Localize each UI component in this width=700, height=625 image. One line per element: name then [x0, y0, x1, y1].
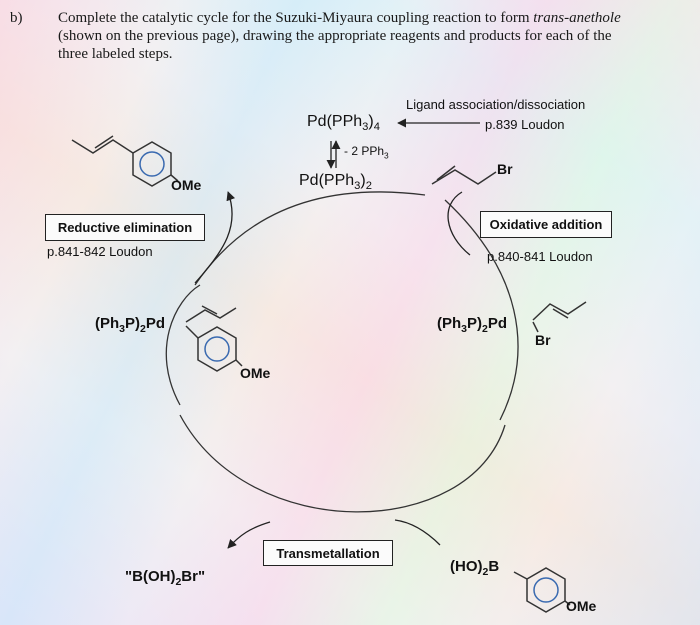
- ligand-note-page: p.839 Loudon: [485, 117, 565, 132]
- right-pd-br-label: Br: [535, 332, 551, 348]
- byproduct-label: "B(OH)2Br": [125, 568, 206, 588]
- boronic-acid-aryl-bond: [513, 571, 528, 580]
- left-pd-aromatic-circle: [204, 336, 230, 362]
- right-pd-label: (Ph3P)2Pd: [437, 315, 508, 335]
- left-pd-structure: [185, 305, 243, 372]
- active-catalyst-label: Pd(PPh3)2: [299, 172, 372, 193]
- product-double-bond: [94, 135, 114, 149]
- question-label: b): [10, 10, 23, 26]
- left-pd-double-bond: [201, 305, 218, 315]
- right-pd-br-bond: [532, 321, 539, 333]
- oxidative-addition-arrow: [447, 191, 471, 256]
- product-structure: [71, 135, 179, 187]
- ligand-loss-label: - 2 PPh3: [344, 144, 389, 161]
- reductive-elimination-arrow: [194, 191, 236, 284]
- precatalyst-label: Pd(PPh3)4: [307, 113, 380, 134]
- question-line-2: (shown on the previous page), drawing th…: [58, 28, 612, 44]
- right-pd-chain: [532, 301, 587, 321]
- transmetallation-box: Transmetallation: [263, 540, 393, 566]
- cycle-arc-right: [444, 199, 519, 421]
- boronic-acid-label: (HO)2B: [450, 558, 500, 578]
- transmetallation-out-arrow: [227, 521, 271, 549]
- right-pd-structure: [532, 301, 587, 333]
- boronic-acid-aromatic-circle: [533, 577, 559, 603]
- left-pd-ome-bond: [235, 359, 243, 367]
- product-ome-bond: [170, 174, 179, 182]
- transmetallation-in-arrow: [394, 519, 441, 546]
- product-name: trans-anethole: [533, 10, 621, 26]
- oxidative-addition-page: p.840-841 Loudon: [487, 249, 593, 264]
- boronic-acid-benzene-ring: [526, 567, 566, 613]
- left-pd-ome-label: OMe: [240, 365, 271, 381]
- product-aromatic-circle: [139, 151, 165, 177]
- left-pd-vinyl-chain: [185, 307, 237, 323]
- question-line-1: Complete the catalytic cycle for the Suz…: [58, 10, 621, 27]
- cycle-arc-top: [194, 191, 426, 286]
- boronic-acid-structure: [513, 567, 571, 613]
- right-pd-double-bond: [552, 308, 569, 319]
- question-line-3: three labeled steps.: [58, 46, 173, 62]
- boronic-acid-ome-bond: [564, 600, 571, 606]
- oxidative-addition-box: Oxidative addition: [480, 211, 612, 238]
- aryl-bromide-br-label: Br: [497, 161, 513, 177]
- ligand-note-title: Ligand association/dissociation: [406, 97, 586, 112]
- left-pd-label: (Ph3P)2Pd: [95, 315, 166, 335]
- product-ome-label: OMe: [171, 177, 202, 193]
- product-benzene-ring: [132, 141, 172, 187]
- left-pd-benzene-ring: [197, 326, 237, 372]
- reductive-elimination-page: p.841-842 Loudon: [47, 244, 153, 259]
- cycle-arc-bottom: [179, 414, 506, 513]
- cycle-arc-left: [165, 284, 201, 406]
- bromide-double-bond: [436, 165, 456, 181]
- product-propenyl-chain: [71, 139, 134, 154]
- bromide-chain: [431, 169, 497, 185]
- left-pd-aryl-bond: [185, 325, 199, 339]
- question-line-1-text: Complete the catalytic cycle for the Suz…: [58, 10, 530, 26]
- aryl-bromide-structure: [431, 165, 497, 185]
- reductive-elimination-box: Reductive elimination: [45, 214, 205, 241]
- boronic-acid-ome-label: OMe: [566, 598, 597, 614]
